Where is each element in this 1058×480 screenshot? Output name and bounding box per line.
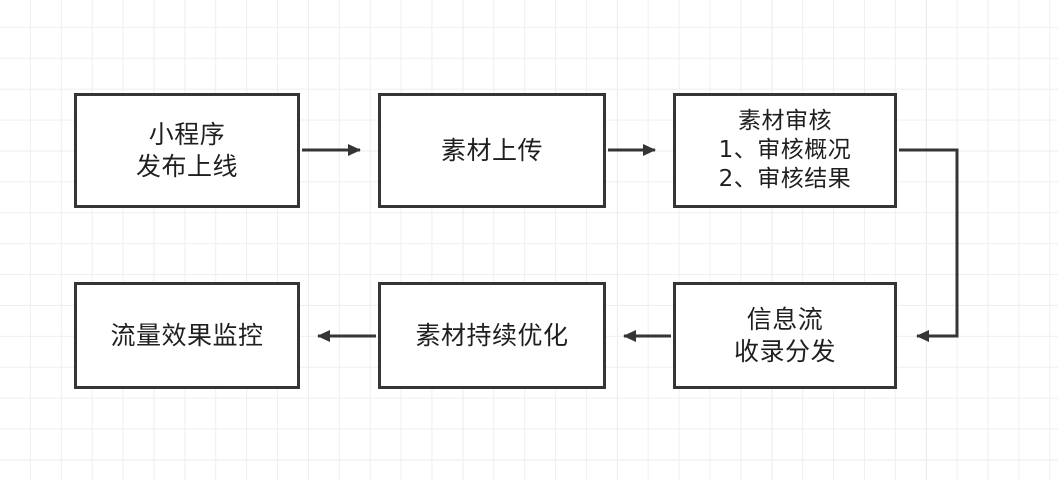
arrow-review-to-feed[interactable] (899, 148, 959, 342)
node-label-line: 发布上线 (135, 151, 238, 181)
node-label-line: 素材审核 (738, 108, 832, 135)
node-label-line: 小程序 (148, 120, 226, 149)
node-label-line: 流量效果监控 (110, 320, 264, 350)
node-label-line: 信息流 (746, 305, 824, 334)
node-label-line: 2、审核结果 (718, 165, 852, 192)
node-info-feed-distribution[interactable]: 信息流收录分发 (673, 282, 897, 389)
node-label-line: 1、审核概况 (718, 137, 852, 164)
node-material-continuous-optimization[interactable]: 素材持续优化 (378, 282, 606, 389)
node-material-upload[interactable]: 素材上传 (378, 93, 606, 208)
node-label-line: 收录分发 (733, 336, 836, 366)
node-label-line: 素材持续优化 (415, 320, 569, 350)
node-label-line: 素材上传 (440, 135, 543, 165)
node-miniprogram-publish[interactable]: 小程序发布上线 (74, 93, 300, 208)
node-traffic-effect-monitoring[interactable]: 流量效果监控 (74, 282, 300, 389)
